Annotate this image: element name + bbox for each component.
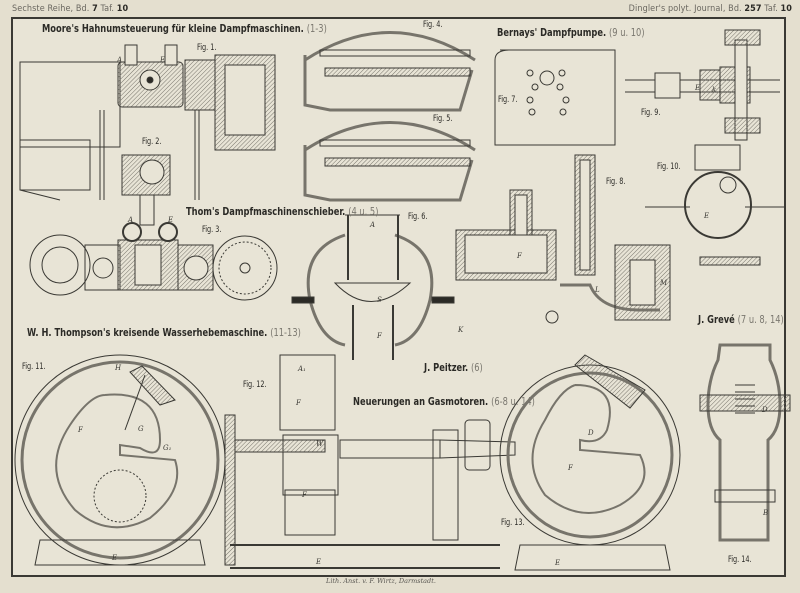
volume-number: 7 bbox=[92, 4, 98, 14]
label-fig3-e: E bbox=[167, 216, 173, 224]
fig8-label: Fig. 8. bbox=[606, 177, 626, 187]
series-label: Sechste Reihe, Bd. bbox=[12, 4, 90, 14]
fig1-drawing bbox=[19, 44, 276, 201]
fig8-drawing bbox=[455, 154, 671, 324]
plate-header-left: Sechste Reihe, Bd. 7 Taf. 10 bbox=[12, 4, 128, 14]
label-fig14-b: B bbox=[762, 509, 768, 517]
label-fig12-e: E bbox=[315, 558, 321, 566]
fig3-drawing bbox=[29, 222, 278, 301]
lithographer-credit: Lith. Anst. v. F. Wirtz, Darmstadt. bbox=[326, 577, 436, 585]
title-greve: J. Grevé (7 u. 8, 14) bbox=[698, 314, 784, 326]
label-fig13-f: F bbox=[567, 464, 574, 472]
fig9-drawing bbox=[625, 29, 780, 141]
fig13-label: Fig. 13. bbox=[501, 518, 525, 528]
plate-number: 10 bbox=[780, 4, 792, 14]
label-fig11-f: F bbox=[77, 426, 84, 434]
fig1-label: Fig. 1. bbox=[197, 43, 217, 53]
label-fig11-g: G bbox=[138, 425, 144, 433]
label-fig1-a: A bbox=[116, 56, 122, 64]
fig3-label: Fig. 3. bbox=[202, 225, 222, 235]
part-labels: A E A E A S F K F L M E k E H F G G₁ E A… bbox=[77, 56, 768, 567]
title-thom: Thom's Dampfmaschinenschieber. (4 u. 5) bbox=[186, 206, 379, 218]
fig12-drawing bbox=[224, 354, 516, 569]
label-fig6-a: A bbox=[369, 221, 375, 229]
fig14-label: Fig. 14. bbox=[728, 555, 752, 565]
label-fig9-k: k bbox=[712, 86, 716, 94]
fig13-drawing bbox=[499, 354, 681, 571]
fig10-label: Fig. 10. bbox=[657, 162, 681, 172]
label-fig12-f: F bbox=[295, 399, 302, 407]
label-fig13-e: E bbox=[554, 559, 560, 567]
plate-number: 10 bbox=[116, 4, 129, 14]
title-moore: Moore's Hahnumsteuerung für kleine Dampf… bbox=[42, 23, 327, 35]
fig6-label: Fig. 6. bbox=[408, 212, 428, 222]
fig6-drawing bbox=[291, 214, 455, 360]
label-fig6-f: F bbox=[376, 332, 383, 340]
label-fig6-s: S bbox=[377, 296, 382, 304]
fig11-drawing bbox=[14, 354, 226, 566]
label-fig12-a1: A₁ bbox=[297, 365, 306, 373]
fig7-drawing bbox=[494, 49, 616, 146]
title-thompson: W. H. Thompson's kreisende Wasserhebemas… bbox=[27, 327, 301, 339]
label-fig12-w: W bbox=[316, 440, 324, 448]
volume-number: 257 bbox=[744, 4, 762, 14]
fig5-label: Fig. 5. bbox=[433, 114, 453, 124]
label-fig10-e: E bbox=[703, 212, 709, 220]
fig5-drawing bbox=[303, 121, 476, 202]
label-fig6-k: K bbox=[457, 326, 464, 334]
label-fig13-d: D bbox=[587, 429, 594, 437]
fig11-label: Fig. 11. bbox=[22, 362, 46, 372]
label-fig8-f: F bbox=[516, 252, 523, 260]
fig14-drawing bbox=[699, 343, 791, 542]
label-fig11-h: H bbox=[114, 364, 122, 372]
fig12-label: Fig. 12. bbox=[243, 380, 267, 390]
plate-label: Taf. bbox=[761, 4, 778, 14]
label-fig9-e: E bbox=[694, 84, 700, 92]
fig9-label: Fig. 9. bbox=[641, 108, 661, 118]
label-fig11-e: E bbox=[111, 554, 117, 562]
fig4-label: Fig. 4. bbox=[423, 20, 443, 30]
label-fig3-a: A bbox=[127, 216, 133, 224]
label-fig8-m: M bbox=[659, 279, 668, 287]
fig2-drawing bbox=[121, 154, 171, 226]
label-fig12-f2: F bbox=[301, 491, 308, 499]
label-fig1-e: E bbox=[159, 56, 165, 64]
fig10-drawing bbox=[645, 144, 785, 266]
fig7-label: Fig. 7. bbox=[498, 95, 518, 105]
journal-label: Dingler's polyt. Journal, Bd. bbox=[628, 4, 742, 14]
label-fig14-d: D bbox=[761, 406, 768, 414]
title-bernays: Bernays' Dampfpumpe. (9 u. 10) bbox=[497, 27, 645, 39]
title-peitzer: J. Peitzer. (6) bbox=[424, 362, 483, 374]
title-gasmotoren: Neuerungen an Gasmotoren. (6-8 u. 14) bbox=[353, 396, 535, 408]
fig2-label: Fig. 2. bbox=[142, 137, 162, 147]
label-fig11-g1: G₁ bbox=[163, 444, 172, 452]
plate-label: Taf. bbox=[97, 4, 115, 14]
plate-header-right: Dingler's polyt. Journal, Bd. 257 Taf. 1… bbox=[629, 4, 792, 14]
label-fig8-l: L bbox=[594, 286, 600, 294]
fig4-drawing bbox=[303, 31, 476, 112]
